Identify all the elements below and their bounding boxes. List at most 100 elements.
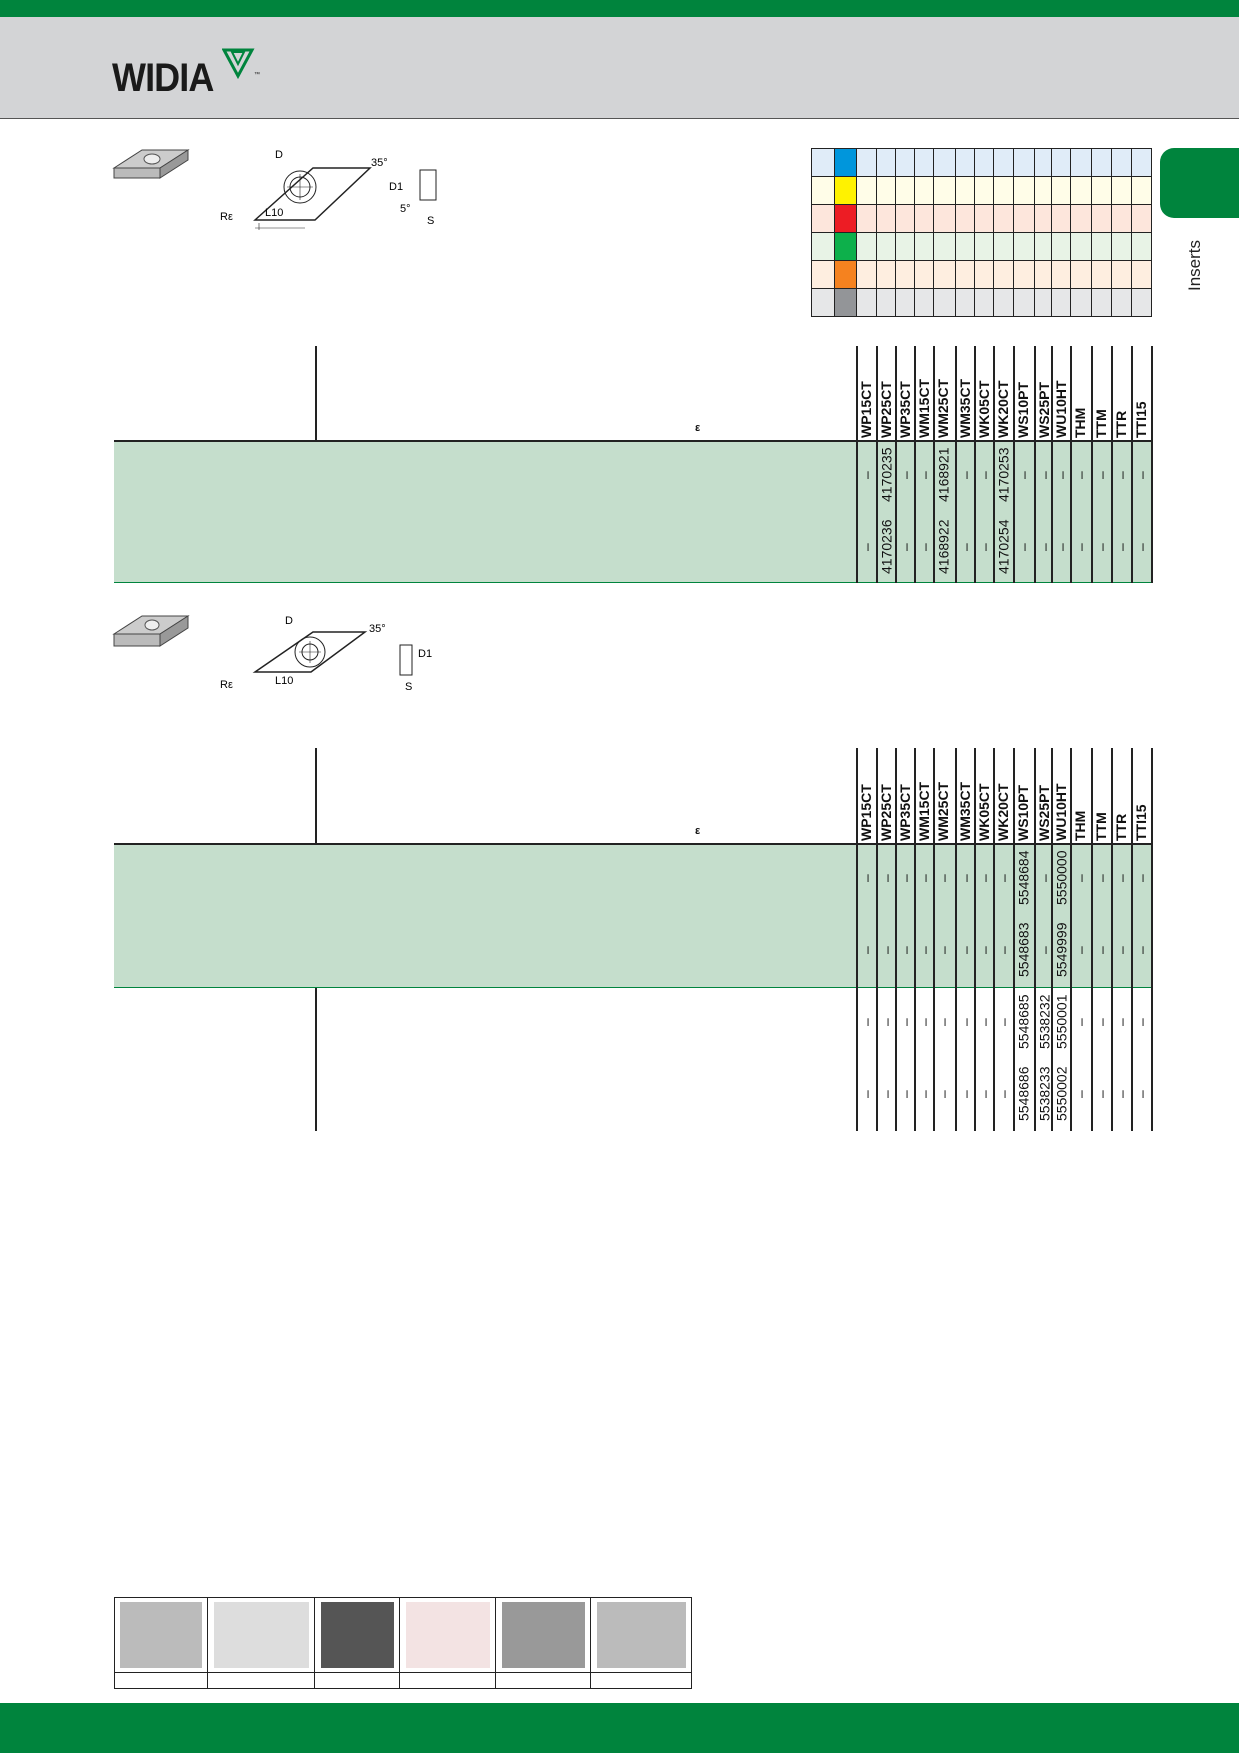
header-rule <box>114 440 1151 442</box>
order-number-cell: – <box>1093 946 1110 954</box>
order-number-cell: – <box>1072 471 1089 479</box>
insert-diagram-2: D 35° D1 S Rε L10 <box>220 615 432 693</box>
thumbnail-image <box>406 1602 490 1668</box>
material-grade-cell <box>876 232 896 261</box>
material-grade-cell <box>1051 148 1071 177</box>
material-grade-cell <box>1051 232 1071 261</box>
order-number-cell: – <box>976 471 993 479</box>
material-grade-cell <box>1131 288 1152 317</box>
column-divider <box>1091 346 1093 583</box>
material-grade-cell <box>876 288 896 317</box>
material-grade-cell <box>876 148 896 177</box>
material-grade-cell <box>876 260 896 289</box>
grade-header-wp35ct: WP35CT <box>897 784 913 841</box>
material-grade-cell <box>914 176 934 205</box>
material-group-cell <box>811 176 835 205</box>
section-tab[interactable] <box>1160 148 1239 218</box>
column-divider <box>1151 748 1153 1131</box>
order-number-cell: – <box>1133 874 1150 882</box>
material-grade-cell <box>895 288 915 317</box>
grade-header-wk05ct: WK05CT <box>976 783 992 841</box>
material-group-swatch <box>834 204 857 233</box>
product-thumbnail[interactable] <box>400 1597 496 1689</box>
column-divider <box>1051 748 1053 1131</box>
order-number-cell: – <box>1133 1090 1150 1098</box>
material-grade-cell <box>1051 204 1071 233</box>
material-grade-cell <box>1131 148 1152 177</box>
material-grade-cell <box>1013 260 1035 289</box>
order-number-cell: – <box>1113 946 1130 954</box>
material-grade-cell <box>1091 148 1112 177</box>
column-divider <box>1034 346 1036 583</box>
material-grade-cell <box>1013 232 1035 261</box>
order-number-cell: – <box>1113 1090 1130 1098</box>
order-number-cell: – <box>1036 946 1053 954</box>
product-thumbnail[interactable] <box>208 1597 315 1689</box>
material-grade-cell <box>1070 260 1092 289</box>
material-grade-cell <box>1091 288 1112 317</box>
material-grade-cell <box>1070 204 1092 233</box>
column-divider <box>1013 346 1015 583</box>
material-grade-cell <box>1091 204 1112 233</box>
material-grade-cell <box>933 204 956 233</box>
thumbnail-image <box>502 1602 585 1668</box>
column-divider <box>955 748 957 1131</box>
related-products-strip <box>114 1597 692 1689</box>
page-header <box>0 17 1239 119</box>
widia-logo-mark-icon <box>222 48 255 80</box>
material-grade-cell <box>933 148 956 177</box>
order-number-cell: – <box>1093 1090 1110 1098</box>
material-grade-cell <box>1034 288 1052 317</box>
grade-header-wm25ct: WM25CT <box>935 781 951 841</box>
order-number-cell: – <box>1113 1018 1130 1026</box>
grade-header-wm15ct: WM15CT <box>916 781 932 841</box>
order-number-cell: – <box>878 874 895 882</box>
material-grade-cell <box>1070 176 1092 205</box>
material-grade-cell <box>1013 204 1035 233</box>
grade-header-wu10ht: WU10HT <box>1053 380 1069 438</box>
top-bar <box>0 0 1239 17</box>
order-number-cell: – <box>995 1090 1012 1098</box>
material-grade-cell <box>1091 260 1112 289</box>
order-number-cell: – <box>1133 946 1150 954</box>
product-thumbnail[interactable] <box>315 1597 400 1689</box>
material-grade-cell <box>933 288 956 317</box>
order-number-cell: 4168921 <box>935 447 952 503</box>
grade-header-ws10pt: WS10PT <box>1015 784 1031 841</box>
bottom-bar <box>0 1703 1239 1753</box>
material-grade-cell <box>1034 260 1052 289</box>
material-grade-cell <box>955 148 975 177</box>
order-number-cell: – <box>1072 543 1089 551</box>
svg-text:D: D <box>275 149 283 161</box>
product-thumbnail[interactable] <box>496 1597 591 1689</box>
material-grade-cell <box>993 260 1014 289</box>
grade-header-thm: THM <box>1072 810 1088 841</box>
material-grade-cell <box>1070 288 1092 317</box>
order-number-cell: – <box>1093 543 1110 551</box>
column-divider <box>1151 346 1153 583</box>
thumbnail-image <box>120 1602 202 1668</box>
material-grade-cell <box>993 176 1014 205</box>
order-number-cell: – <box>1113 874 1130 882</box>
column-divider <box>1091 748 1093 1131</box>
epsilon-label: ε <box>695 825 701 837</box>
order-number-cell: – <box>1036 471 1053 479</box>
material-grade-cell <box>993 148 1014 177</box>
material-grade-cell <box>993 232 1014 261</box>
grade-header-wp25ct: WP25CT <box>878 381 894 438</box>
grade-header-ws25pt: WS25PT <box>1036 784 1052 841</box>
material-grade-cell <box>1070 148 1092 177</box>
material-grade-cell <box>1111 260 1132 289</box>
svg-text:D1: D1 <box>389 181 403 193</box>
product-thumbnail[interactable] <box>114 1597 208 1689</box>
order-number-cell: – <box>1053 471 1070 479</box>
order-number-cell: – <box>897 1090 914 1098</box>
grade-header-wk05ct: WK05CT <box>976 380 992 438</box>
svg-text:D: D <box>285 615 293 627</box>
order-number-cell: – <box>897 543 914 551</box>
column-divider <box>856 346 858 583</box>
column-divider <box>914 748 916 1131</box>
order-number-cell: 4170254 <box>995 519 1012 575</box>
grade-header-wp35ct: WP35CT <box>897 381 913 438</box>
material-grade-cell <box>856 204 877 233</box>
